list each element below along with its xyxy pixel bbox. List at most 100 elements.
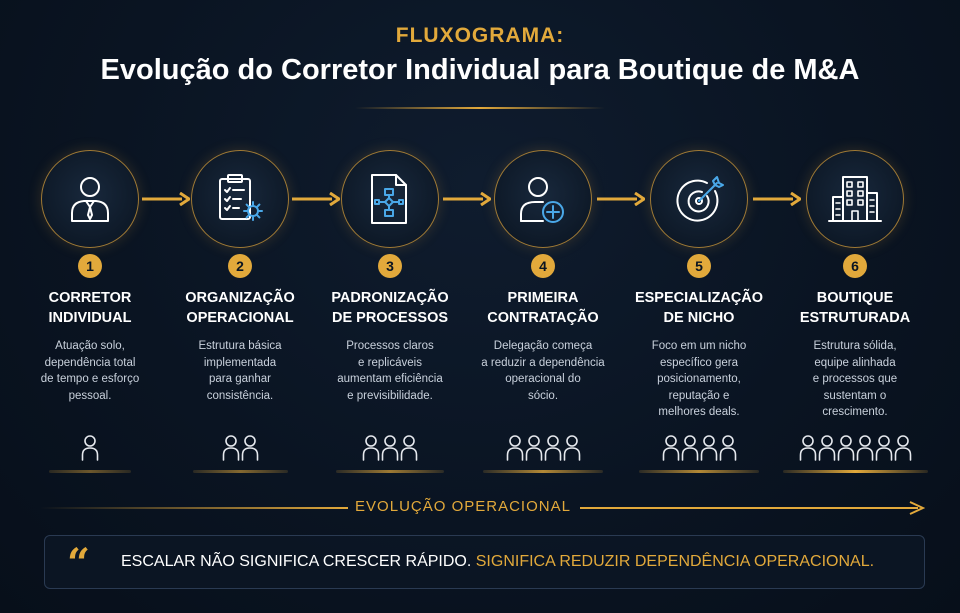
stage-2-desc-line: implementada [203, 356, 277, 369]
diagram-title: Evolução do Corretor Individual para Bou… [100, 54, 860, 86]
stage-5-number: 5 [687, 254, 711, 278]
stage-2-team [165, 434, 315, 462]
person-tie-icon [71, 177, 109, 222]
stage-2-title-line2: OPERACIONAL [186, 310, 294, 326]
stage-3-title-line1: PADRONIZAÇÃO [331, 290, 449, 306]
person-icon [799, 435, 816, 461]
stage-2-desc-line: consistência. [206, 389, 274, 402]
stage-4-baseline [483, 470, 603, 473]
stage-5-description: Foco em um nicho específico gera posicio… [629, 338, 769, 421]
header: FLUXOGRAMA: Evolução do Corretor Individ… [0, 24, 960, 87]
process-document-icon [371, 174, 407, 224]
person-icon [681, 435, 698, 461]
stage-4-title-line1: PRIMEIRA [507, 290, 579, 306]
stage-6-title-line1: BOUTIQUE [816, 290, 894, 306]
stage-5-desc-line: específico gera [660, 356, 738, 369]
stage-2-desc-line: para ganhar [208, 373, 272, 385]
person-icon [362, 435, 380, 461]
person-icon [81, 435, 99, 461]
quote-text: ESCALAR NÃO SIGNIFICA CRESCER RÁPIDO. SI… [121, 553, 874, 571]
person-icon [875, 435, 892, 461]
stage-5-baseline [639, 470, 759, 473]
stage-6-desc-line: crescimento. [822, 406, 888, 418]
person-icon [525, 435, 542, 461]
stage-3-number: 3 [378, 254, 402, 278]
stage-2-number: 2 [228, 254, 252, 278]
stage-5-desc-line: Foco em um nicho [651, 340, 747, 352]
stage-6-desc-line: Estrutura sólida, [813, 340, 897, 352]
stage-1-desc-line: Atuação solo, [55, 340, 125, 352]
person-icon [662, 435, 679, 461]
flow-arrow-icon [292, 192, 340, 206]
stage-3-title: PADRONIZAÇÃO DE PROCESSOS [315, 288, 465, 328]
stage-6-baseline [782, 470, 928, 473]
stage-6-description: Estrutura sólida, equipe alinhada e proc… [785, 338, 925, 421]
stage-1-desc-line: pessoal. [68, 389, 112, 402]
stage-5-desc-line: posicionamento, [657, 373, 741, 385]
stage-3-desc-line: aumentam eficiência [337, 373, 443, 385]
person-icon [837, 435, 854, 461]
person-icon [563, 435, 580, 461]
person-icon [856, 435, 873, 461]
quote-icon: “ [67, 540, 91, 587]
quote-box: “ ESCALAR NÃO SIGNIFICA CRESCER RÁPIDO. … [44, 535, 925, 589]
stage-2-baseline [192, 470, 288, 473]
diagram-kicker: FLUXOGRAMA: [395, 24, 565, 47]
stage-5-desc-line: reputação e [668, 389, 730, 402]
stage-4-number: 4 [531, 254, 555, 278]
stage-6-team [780, 434, 930, 462]
stage-2-icon-circle [191, 150, 289, 248]
evolution-axis: EVOLUÇÃO OPERACIONAL [0, 496, 960, 520]
stage-3-icon-circle [341, 150, 439, 248]
stage-4-desc-line: a reduzir a dependência [481, 356, 605, 369]
person-icon [544, 435, 561, 461]
stage-1-title: CORRETOR INDIVIDUAL [15, 288, 165, 328]
stage-4-team [468, 434, 618, 462]
stage-5-desc-line: melhores deals. [658, 406, 740, 418]
stage-6-desc-line: e processos que [812, 373, 898, 385]
stage-6-desc-line: sustentam o [823, 389, 887, 402]
stage-1-desc-line: dependência total [44, 356, 136, 369]
stage-1-title-line1: CORRETOR [48, 290, 132, 306]
evolution-line-left [40, 507, 348, 509]
flow-stages: 1 CORRETOR INDIVIDUAL Atuação solo, depe… [0, 150, 960, 480]
stage-2-title-line1: ORGANIZAÇÃO [185, 290, 295, 306]
stage-1-title-line2: INDIVIDUAL [48, 310, 132, 326]
flow-arrow-icon [142, 192, 190, 206]
stage-2-title: ORGANIZAÇÃO OPERACIONAL [165, 288, 315, 328]
evolution-arrow-icon [580, 501, 925, 515]
stage-3-desc-line: Processos claros [346, 340, 434, 352]
stage-3-team [315, 434, 465, 462]
stage-4-icon-circle [494, 150, 592, 248]
stage-4-title: PRIMEIRA CONTRATAÇÃO [468, 288, 618, 328]
target-arrow-icon [676, 176, 724, 222]
stage-3-desc-line: e previsibilidade. [347, 389, 433, 402]
person-icon [381, 435, 399, 461]
stage-5-title-line2: DE NICHO [663, 310, 735, 326]
stage-3-title-line2: DE PROCESSOS [331, 310, 449, 326]
stage-4-title-line2: CONTRATAÇÃO [487, 310, 599, 326]
person-icon [506, 435, 523, 461]
person-icon [818, 435, 835, 461]
person-icon [894, 435, 911, 461]
clipboard-gear-icon [219, 174, 263, 221]
person-icon [700, 435, 717, 461]
person-icon [222, 435, 239, 461]
stage-4-desc-line: operacional do [505, 373, 581, 385]
stage-5-title-line1: ESPECIALIZAÇÃO [634, 290, 764, 306]
stage-4-desc-line: sócio. [527, 389, 559, 402]
flow-arrow-icon [443, 192, 491, 206]
stage-1-desc-line: de tempo e esforço [40, 373, 140, 385]
stage-5-title: ESPECIALIZAÇÃO DE NICHO [624, 288, 774, 328]
stage-6-number: 6 [843, 254, 867, 278]
stage-2-description: Estrutura básica implementada para ganha… [170, 338, 310, 404]
stage-4-desc-line: Delegação começa [493, 340, 593, 352]
person-icon [719, 435, 736, 461]
stage-3-baseline [336, 470, 444, 473]
stage-1-description: Atuação solo, dependência total de tempo… [20, 338, 160, 404]
stage-6-title-line2: ESTRUTURADA [799, 310, 911, 326]
stage-3-description: Processos claros e replicáveis aumentam … [320, 338, 460, 404]
title-divider [355, 107, 605, 109]
quote-part-2: SIGNIFICA REDUZIR DEPENDÊNCIA OPERACIONA… [475, 553, 875, 570]
quote-part-1: ESCALAR NÃO SIGNIFICA CRESCER RÁPIDO. [121, 553, 472, 570]
